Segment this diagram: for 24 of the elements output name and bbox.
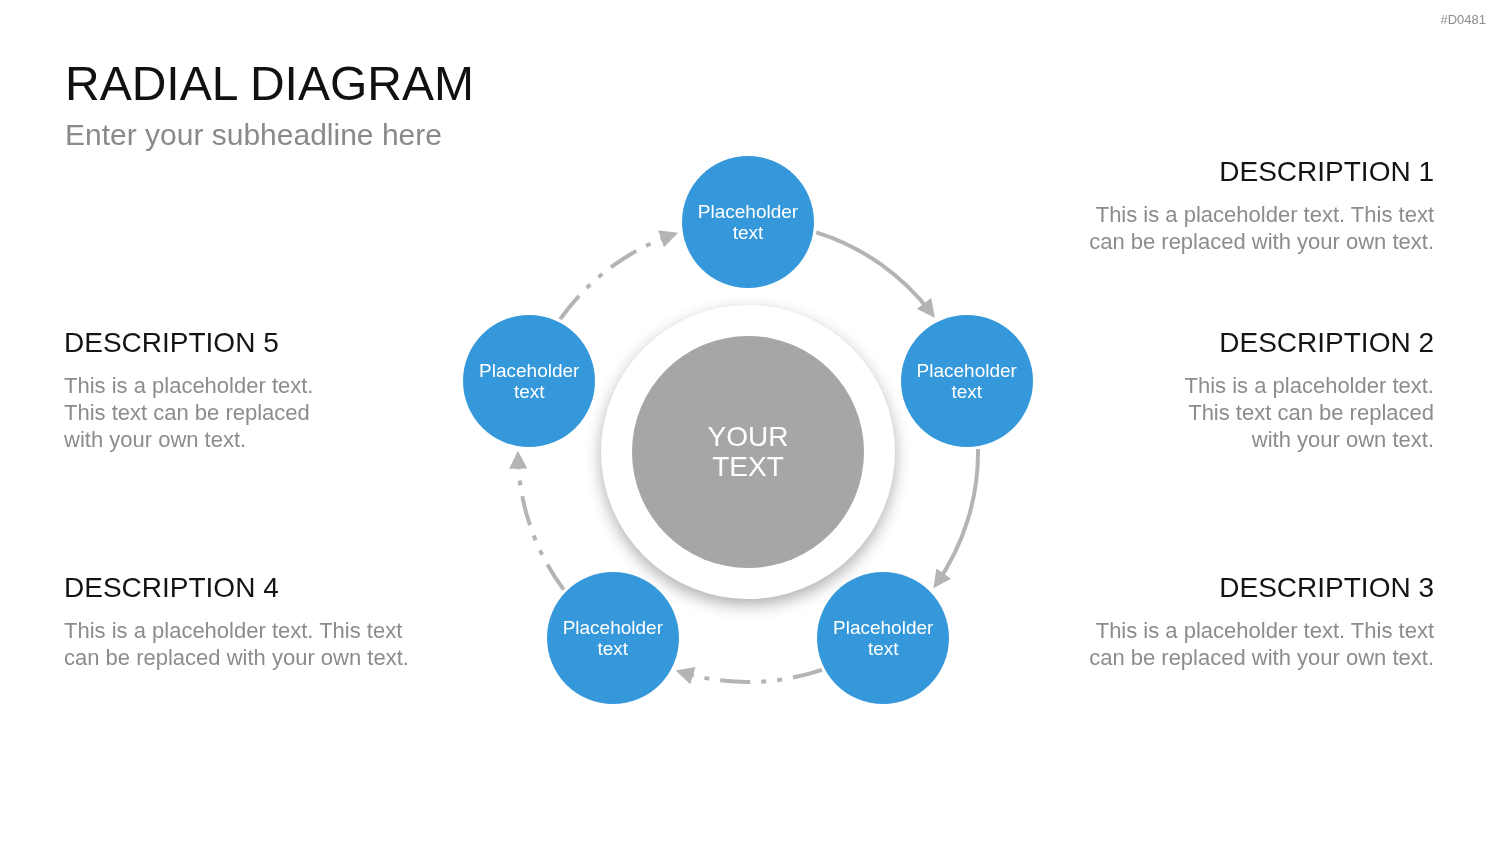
section-heading: DESCRIPTION 5 <box>64 326 279 360</box>
node-text: Placeholder text <box>832 617 935 660</box>
node-text: Placeholder text <box>478 359 581 402</box>
subtitle: Enter your subheadline here <box>65 117 442 153</box>
node-text: Placeholder text <box>696 201 800 243</box>
node-text: Placeholder text <box>561 617 664 660</box>
section-heading: DESCRIPTION 1 <box>1219 155 1434 189</box>
section-heading: DESCRIPTION 2 <box>1219 326 1434 360</box>
curved-arrow <box>510 450 566 591</box>
curved-arrow <box>933 448 980 589</box>
description-text: This is a placeholder text. This text can be replaced with your own text. <box>64 372 315 453</box>
document-id: #D0481 <box>1440 12 1486 28</box>
curved-arrow <box>675 666 823 684</box>
curved-arrow <box>815 230 936 318</box>
section-heading: DESCRIPTION 4 <box>64 571 279 605</box>
description-text: This is a placeholder text. This text can be replaced with your own text. <box>64 617 410 671</box>
curved-arrow <box>558 231 678 321</box>
description-text: This is a placeholder text. This text can be replaced with your own text. <box>1183 372 1434 453</box>
node-text: YOUR TEXT <box>706 422 790 482</box>
node-text: Placeholder text <box>915 359 1018 402</box>
section-heading: DESCRIPTION 3 <box>1219 571 1434 605</box>
description-text: This is a placeholder text. This text can be replaced with your own text. <box>1088 617 1434 671</box>
title: RADIAL DIAGRAM <box>65 56 474 112</box>
description-text: This is a placeholder text. This text can be replaced with your own text. <box>1088 201 1434 255</box>
